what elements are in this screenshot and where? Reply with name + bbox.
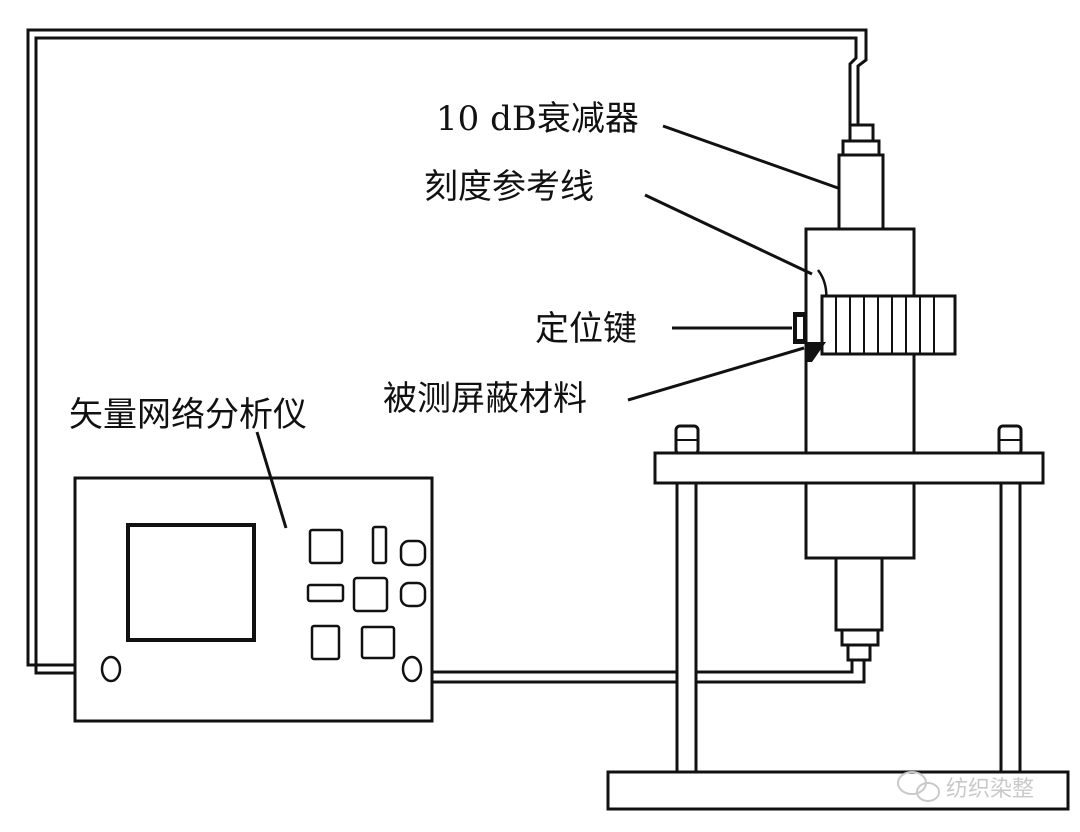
vna-button	[360, 625, 396, 660]
ring-knurling	[835, 296, 935, 354]
wechat-icon	[897, 771, 940, 802]
stand-leg-left	[675, 481, 698, 774]
label-attenuator: 10 dB衰减器	[436, 99, 639, 139]
test-fixture	[793, 227, 957, 560]
stand-leg-right	[999, 481, 1022, 774]
rotating-ring	[820, 294, 957, 356]
label-vector-network-analyzer: 矢量网络分析仪	[69, 395, 307, 435]
vna-button	[371, 525, 388, 565]
label-scale-reference-line: 刻度参考线	[424, 167, 594, 207]
label-shielding-material: 被测屏蔽材料	[383, 379, 587, 419]
leader-attenuator	[662, 124, 839, 190]
bottom-connector	[834, 556, 884, 662]
coax-cable-top	[26, 28, 868, 675]
shielding-material-sample	[806, 342, 826, 362]
coax-cable-bottom	[412, 660, 866, 684]
watermark-text: 纺织染整	[946, 777, 1034, 802]
vna-port-1	[100, 655, 122, 683]
vna-button	[399, 539, 427, 567]
vna-button	[352, 576, 389, 613]
watermark: 纺织染整	[897, 771, 1034, 802]
leader-vna	[255, 431, 288, 529]
vna-button	[306, 583, 345, 603]
vector-network-analyzer	[73, 476, 434, 723]
label-locating-key: 定位键	[535, 309, 637, 349]
vna-port-2	[401, 655, 423, 683]
attenuator	[837, 123, 885, 231]
fixture-lower-body	[804, 481, 916, 560]
leader-scale-line	[644, 193, 813, 276]
leader-lines	[255, 124, 839, 529]
stand-base	[606, 770, 1070, 811]
stand-plate	[653, 451, 1045, 485]
vna-button	[399, 581, 427, 608]
leader-material	[627, 346, 805, 402]
vna-button	[310, 624, 341, 661]
vna-screen	[126, 523, 256, 642]
vna-button	[308, 528, 344, 565]
